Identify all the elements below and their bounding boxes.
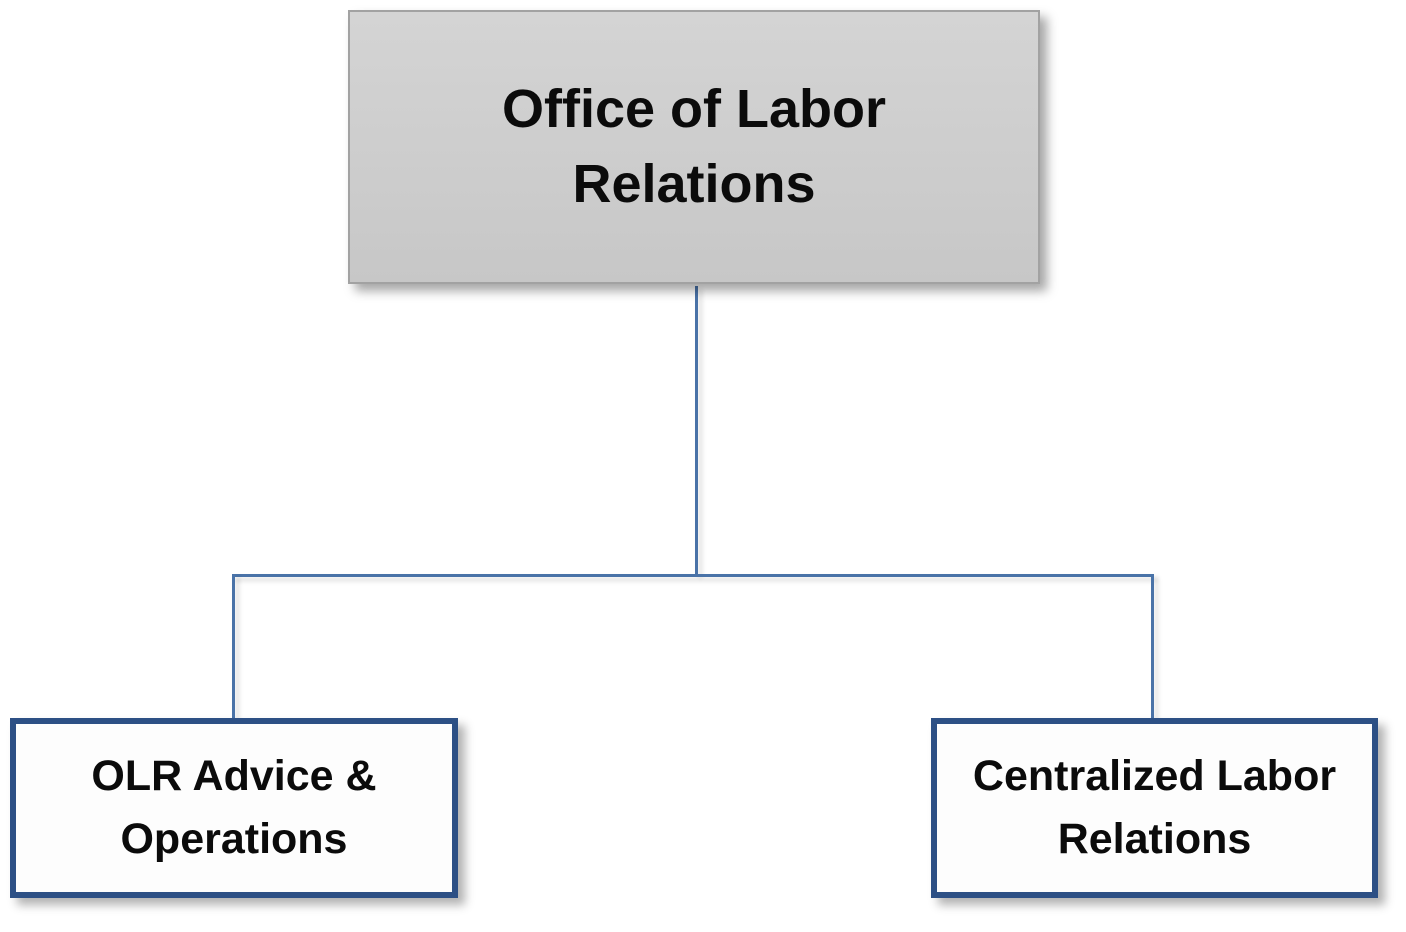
connector-left-drop	[232, 574, 235, 718]
org-node-centralized-labor-relations: Centralized Labor Relations	[931, 718, 1378, 898]
connector-right-drop	[1151, 574, 1154, 718]
org-node-left-label: OLR Advice & Operations	[91, 752, 377, 863]
org-node-right-label: Centralized Labor Relations	[972, 752, 1337, 863]
org-node-root-label: Office of Labor Relations	[501, 79, 886, 214]
connector-horizontal-bar	[232, 574, 1154, 577]
connector-root-stem	[695, 286, 698, 575]
org-node-olr-advice-operations: OLR Advice & Operations	[10, 718, 458, 898]
org-node-office-of-labor-relations: Office of Labor Relations	[348, 10, 1040, 284]
